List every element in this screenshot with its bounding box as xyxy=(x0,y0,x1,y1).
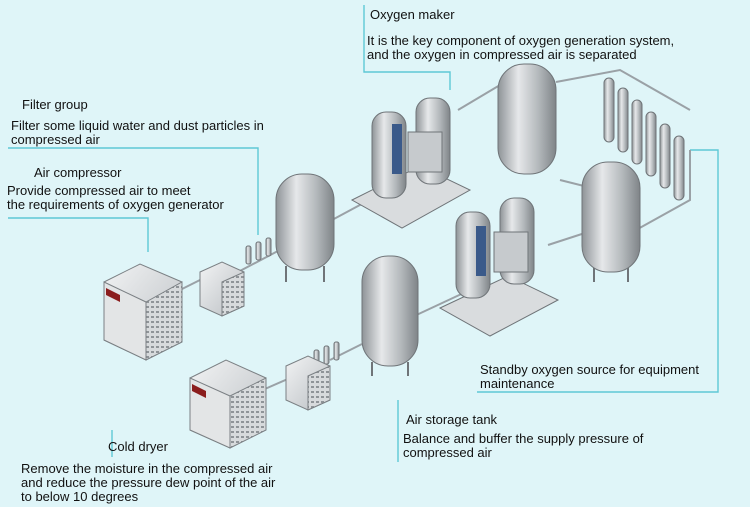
oxygen-maker-unit-2 xyxy=(438,197,560,337)
leader-filter-group xyxy=(8,147,259,235)
leader-standby xyxy=(477,149,719,393)
filter-group-1 xyxy=(245,237,272,265)
oxygen-maker-description: It is the key component of oxygen genera… xyxy=(367,33,675,62)
air-storage-tank-1 xyxy=(275,173,335,282)
standby-source-description: Standby oxygen source for equipment main… xyxy=(480,362,699,391)
cold-dryer-title: Cold dryer xyxy=(108,439,168,454)
air-compressor-description: Provide compressed air to meet the requi… xyxy=(7,183,224,212)
cold-dryer-unit-2 xyxy=(285,355,331,411)
cold-dryer-description: Remove the moisture in the compressed ai… xyxy=(21,461,276,504)
cold-dryer-unit-1 xyxy=(199,261,245,317)
pipes xyxy=(179,68,691,393)
filter-group-description: Filter some liquid water and dust partic… xyxy=(11,118,264,147)
oxygen-maker-title: Oxygen maker xyxy=(370,7,455,22)
air-compressor-unit-2 xyxy=(189,359,267,449)
leader-oxygen-maker xyxy=(363,5,451,90)
leader-air-compressor xyxy=(8,217,149,252)
oxygen-maker-unit-1 xyxy=(350,97,472,229)
air-storage-tank-description: Balance and buffer the supply pressure o… xyxy=(403,431,644,460)
air-compressor-unit-1 xyxy=(103,263,183,361)
oxygen-tank-2 xyxy=(581,161,641,282)
air-storage-tank-title: Air storage tank xyxy=(406,412,498,427)
air-storage-tank-2 xyxy=(361,255,419,376)
standby-cylinder-bank xyxy=(603,77,685,201)
air-compressor-title: Air compressor xyxy=(34,165,122,180)
filter-group-title: Filter group xyxy=(22,97,88,112)
oxygen-tank-1 xyxy=(497,63,557,175)
leader-lines xyxy=(8,5,719,462)
